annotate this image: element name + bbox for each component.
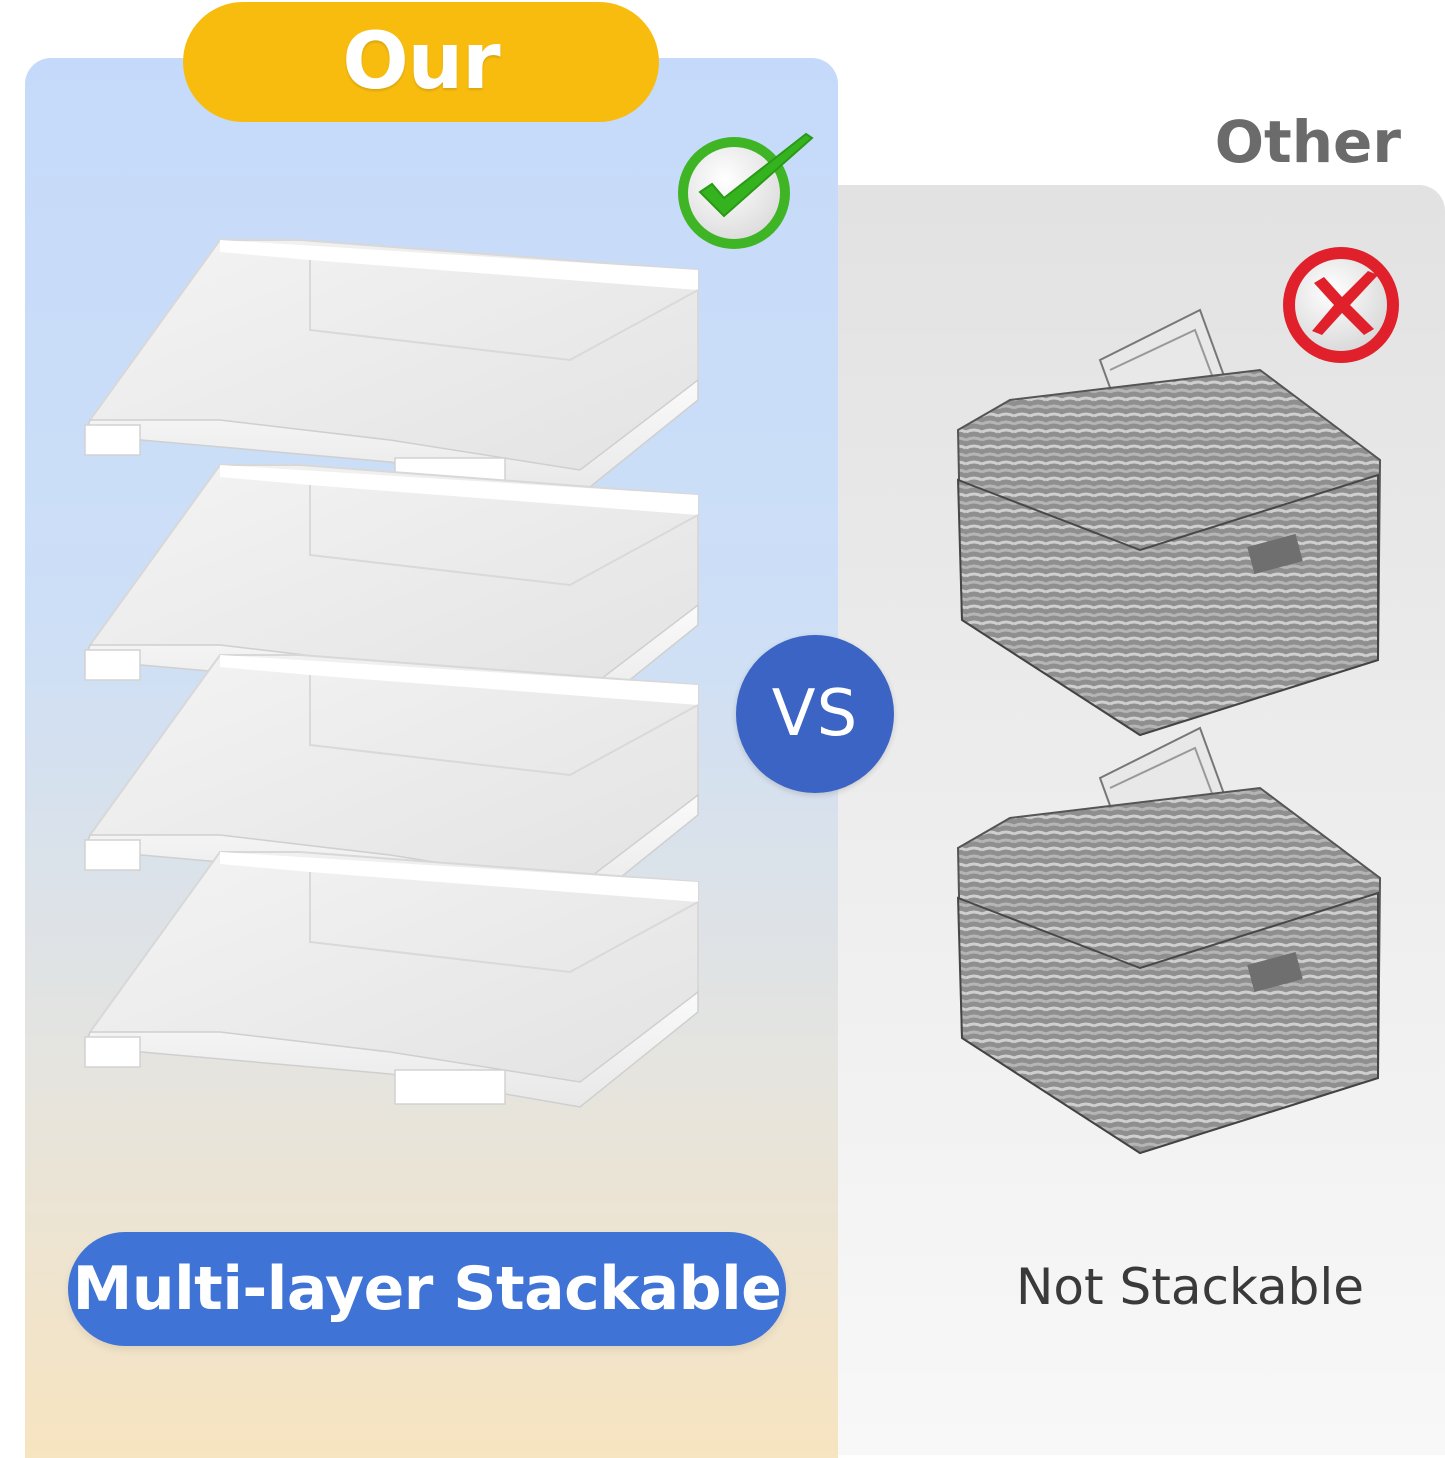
our-badge-label: Our [342, 17, 500, 107]
wicker-basket-image [956, 726, 1382, 1155]
stackable-pill: Multi-layer Stackable [68, 1232, 786, 1346]
wicker-basket-image [956, 308, 1382, 737]
stacked-trays-image [84, 239, 699, 1108]
cross-icon [1283, 247, 1399, 363]
other-title: Other [1214, 108, 1401, 176]
vs-label: VS [771, 677, 859, 751]
not-stackable-label: Not Stackable [1016, 1258, 1365, 1316]
stackable-label: Multi-layer Stackable [72, 1254, 782, 1324]
our-badge: Our [183, 2, 659, 122]
checkmark-icon [678, 132, 814, 249]
vs-badge: VS [736, 635, 894, 793]
